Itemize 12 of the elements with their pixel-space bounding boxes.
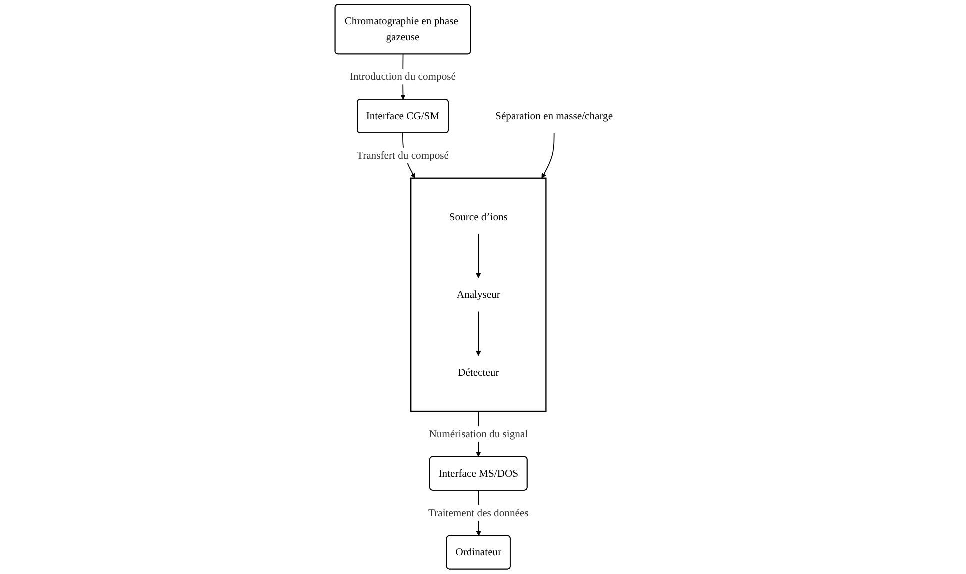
arrow <box>476 311 482 356</box>
node-text: Détecteur <box>458 366 500 378</box>
node-text: Séparation en masse/charge <box>496 110 614 122</box>
arrow <box>542 132 555 179</box>
arrow <box>476 234 482 278</box>
cluster <box>410 178 547 412</box>
edge-label: Transfert du composé <box>356 150 449 162</box>
edge-label: Traitement des données <box>428 506 529 519</box>
node-text: Source d’ions <box>449 211 508 223</box>
edge-label: Introduction du composé <box>350 70 456 82</box>
edge-label: Numérisation du signal <box>429 428 528 440</box>
node-text: Analyseur <box>456 288 500 301</box>
